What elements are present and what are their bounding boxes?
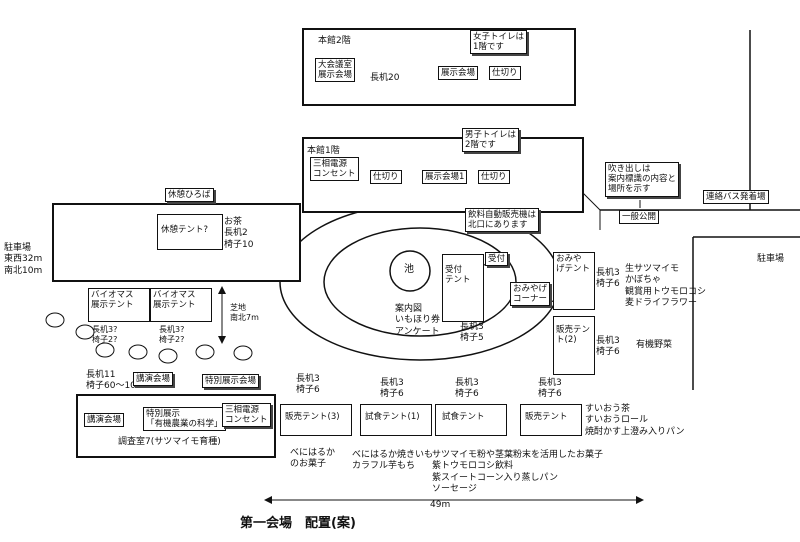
- hanbai-items: すいおう茶 すいおうロール 焼酎かす上澄み入りパン: [585, 404, 685, 437]
- kyukei-tent-label: 休憩テント?: [161, 225, 209, 235]
- hanbai-3-furniture: 長机3 椅子6: [296, 374, 320, 396]
- omiyage-items: 生サツマイモ かぼちゃ 観賞用トウモロコシ 麦ドライフラワー: [625, 264, 707, 308]
- daikaigi-room: 大会議室 展示会場: [315, 58, 356, 83]
- shishoku-label: 試食テント: [442, 412, 485, 422]
- hanbai-3-label: 販売テント(3): [285, 412, 340, 422]
- pond: [389, 250, 431, 292]
- hanbai-tent-2: 販売テン ト(2): [553, 316, 595, 375]
- hanbai-furniture: 長机3 椅子6: [538, 378, 562, 400]
- shishoku-1-label: 試食テント(1): [365, 412, 420, 422]
- tokubetsu-sign: 特別展示会場: [202, 374, 260, 389]
- distance-label: 49m: [430, 500, 451, 510]
- pond-label: 池: [404, 264, 414, 275]
- hanbai-3-items: べにはるか のお菓子: [290, 448, 336, 470]
- hanbai-2-furniture: 長机3 椅子6: [596, 336, 620, 358]
- sanso-outlet-1f: 三相電源 コンセント: [310, 157, 359, 182]
- omiyage-sign: おみやげ コーナー: [510, 282, 551, 307]
- honkan-1f-shikiri-right: 仕切り: [478, 170, 510, 185]
- annai-label: 案内図 いもほり券 アンケート: [395, 304, 441, 337]
- kyukei-tent: 休憩テント?: [157, 214, 223, 250]
- uketsuke-sign: 受付: [485, 252, 509, 267]
- honkan-1f-label: 本館1階: [307, 146, 340, 156]
- ippan-kokai-sign: 一般公開: [619, 210, 660, 225]
- honkan-1f-tenji: 展示会場1: [422, 170, 468, 185]
- chosa-room: 調査室7(サツマイモ育種): [118, 437, 221, 447]
- kyukei-hiroba-sign: 休憩ひろば: [165, 188, 214, 203]
- parking-left: 駐車場 東西32m 南北10m: [4, 243, 43, 276]
- vending-machine-sign: 飲料自動販売機は 北口にあります: [465, 208, 540, 233]
- shibachi-label: 芝地 南北7m: [230, 303, 259, 322]
- hanbai-tent: 販売テント: [520, 404, 582, 436]
- shishoku-tent: 試食テント: [435, 404, 507, 436]
- bus-stop-sign: 連絡バス発着場: [703, 190, 769, 205]
- koen-room: 講演会場: [84, 413, 125, 428]
- biomass-2-furniture: 長机3? 椅子2?: [159, 325, 185, 344]
- shishoku-1-furniture: 長机3 椅子6: [380, 378, 404, 400]
- koen-furniture: 長机11 椅子60～100: [86, 370, 142, 392]
- ocha-furniture: お茶 長机2 椅子10: [224, 217, 254, 250]
- hanbai-2-items: 有機野菜: [636, 340, 673, 350]
- sanso-outlet-2: 三相電源 コンセント: [222, 403, 271, 428]
- honkan-2f-label: 本館2階: [318, 36, 351, 46]
- biomass-tent-2: バイオマス 展示テント: [150, 288, 212, 322]
- honkan-2f-shikiri: 仕切り: [489, 66, 521, 81]
- biomass-tent-1: バイオマス 展示テント: [88, 288, 150, 322]
- center-furniture: 長机3 椅子5: [460, 322, 484, 344]
- tokubetsu-room: 特別展示 「有機農業の科学」: [143, 407, 226, 432]
- biomass-1-furniture: 長机3? 椅子2?: [92, 325, 118, 344]
- shishoku-1-items: べにはるか焼きいも カラフル芋もち: [352, 450, 434, 472]
- hanbai-label: 販売テント: [525, 412, 568, 422]
- honkan-1f-shikiri-left: 仕切り: [370, 170, 402, 185]
- shishoku-items: サツマイモ粉や茎葉粉末を活用したお菓子 紫トウモロコシ飲料 紫スイートコーン入り…: [432, 450, 604, 494]
- mens-toilet-sign: 男子トイレは 2階です: [462, 128, 520, 153]
- honkan-2f-tenji: 展示会場: [438, 66, 479, 81]
- legend-callout: 吹き出しは 案内標識の内容と 場所を示す: [605, 162, 680, 197]
- honkan-2f-furniture: 長机20: [370, 73, 400, 83]
- shishoku-tent-1: 試食テント(1): [360, 404, 432, 436]
- page-title: 第一会場 配置(案): [240, 516, 356, 531]
- omiyage-tent: おみや げテント: [553, 252, 595, 310]
- hanbai-tent-3: 販売テント(3): [280, 404, 352, 436]
- shishoku-furniture: 長机3 椅子6: [455, 378, 479, 400]
- parking-right: 駐車場: [757, 254, 785, 264]
- koen-sign: 講演会場: [133, 372, 174, 387]
- omiyage-furniture: 長机3 椅子6: [596, 268, 620, 290]
- womens-toilet-sign: 女子トイレは 1階です: [470, 30, 528, 55]
- uketsuke-tent: 受付 テント: [442, 254, 484, 322]
